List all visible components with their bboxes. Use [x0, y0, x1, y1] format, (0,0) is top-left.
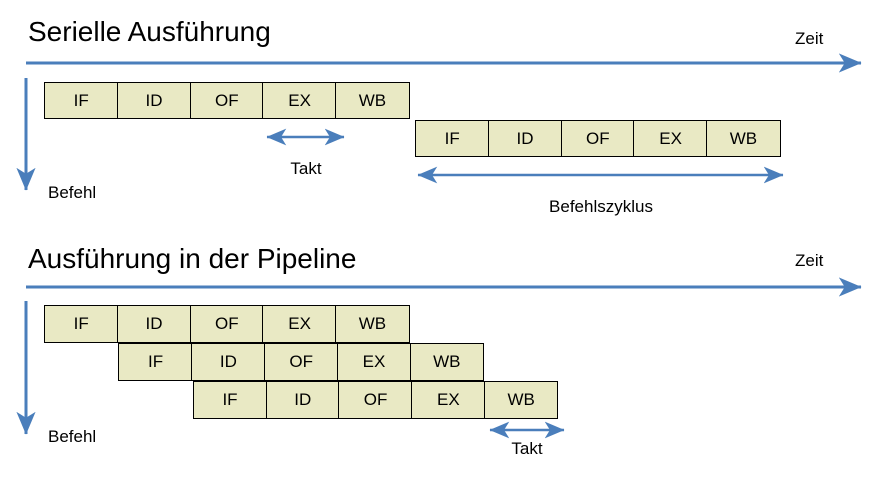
stage-cell-of: OF — [338, 381, 413, 419]
stage-cell-of: OF — [263, 343, 339, 381]
instruction-axis-label-pipeline: Befehl — [48, 427, 97, 446]
stage-cell-if: IF — [192, 381, 268, 419]
stage-row: IF ID OF EX WB — [118, 343, 484, 381]
stage-cell-if: IF — [44, 82, 119, 119]
stage-cell-ex: EX — [262, 305, 337, 343]
stage-cell-of: OF — [560, 120, 635, 157]
stage-cell-ex: EX — [633, 120, 708, 157]
stage-cell-if: IF — [44, 305, 119, 343]
stage-row: IF ID OF EX WB — [192, 381, 559, 419]
stage-cell-id: ID — [116, 82, 192, 119]
stage-cell-id: ID — [487, 120, 563, 157]
measure-label-takt-serial: Takt — [290, 159, 322, 178]
measure-label-takt-pipeline: Takt — [511, 439, 543, 458]
section-title-serial: Serielle Ausführung — [28, 16, 271, 47]
stage-cell-wb: WB — [706, 120, 781, 157]
stage-row: IF ID OF EX WB — [44, 305, 410, 343]
stage-cell-wb: WB — [335, 305, 410, 343]
stage-row: IF ID OF EX WB — [44, 82, 410, 119]
stage-cell-id: ID — [116, 305, 192, 343]
stage-cell-ex: EX — [411, 381, 486, 419]
stage-cell-ex: EX — [336, 343, 412, 381]
instruction-axis-label-serial: Befehl — [48, 183, 97, 202]
stage-cell-if: IF — [118, 343, 193, 381]
stage-cell-if: IF — [415, 120, 490, 157]
measure-label-befehlszyklus: Befehlszyklus — [549, 197, 653, 216]
stage-cell-ex: EX — [262, 82, 337, 119]
stage-cell-id: ID — [265, 381, 340, 419]
stage-cell-wb: WB — [409, 343, 484, 381]
time-axis-label-pipeline: Zeit — [795, 251, 824, 270]
stage-cell-wb: WB — [335, 82, 410, 119]
section-title-pipeline: Ausführung in der Pipeline — [28, 243, 357, 274]
time-axis-label-serial: Zeit — [795, 29, 824, 48]
stage-cell-id: ID — [191, 343, 266, 381]
stage-cell-of: OF — [189, 82, 264, 119]
stage-cell-wb: WB — [483, 381, 559, 419]
stage-cell-of: OF — [189, 305, 264, 343]
stage-row: IF ID OF EX WB — [415, 120, 781, 157]
